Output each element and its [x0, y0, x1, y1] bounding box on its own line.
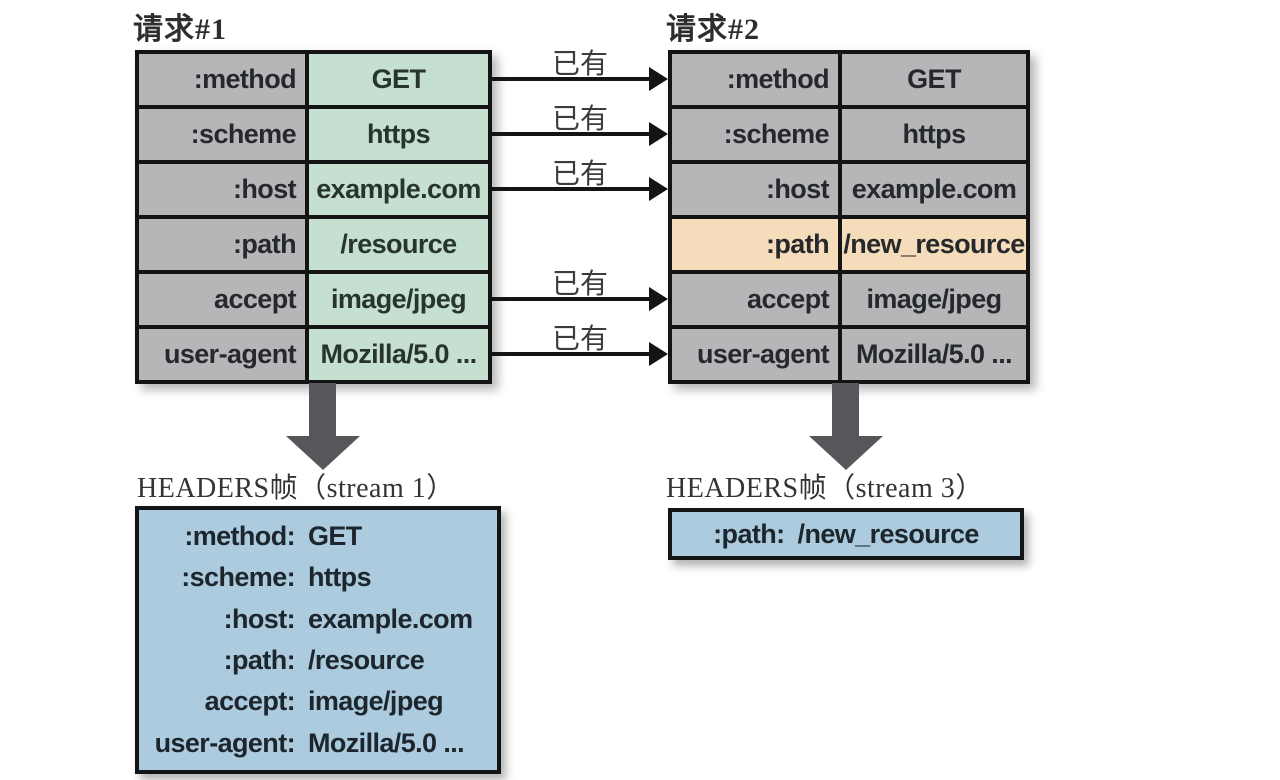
- frame-line: accept: image/jpeg: [139, 681, 489, 722]
- arrow-right-icon: [649, 122, 668, 146]
- frame-header-value: GET: [308, 521, 362, 552]
- header-name-cell: :method: [672, 54, 838, 105]
- arrow-right-icon: [649, 287, 668, 311]
- already-have-label: 已有: [551, 269, 608, 300]
- request2-title: 请求#2: [666, 13, 760, 46]
- arrow-right-icon: [649, 67, 668, 91]
- header-value-cell: GET: [309, 54, 488, 105]
- frame-line: :host: example.com: [139, 599, 489, 640]
- frame1-box: :method: GET :scheme: https :host: examp…: [135, 506, 501, 774]
- frame-header-value: example.com: [308, 603, 473, 634]
- frame2-title: HEADERS帧（stream 3）: [666, 473, 984, 504]
- request2-table: :method GET :scheme https :host example.…: [668, 50, 1030, 384]
- frame-header-name: :path:: [223, 645, 296, 676]
- header-value-cell-highlighted: /new_resource: [842, 219, 1026, 270]
- arrow-down-icon: [832, 383, 859, 437]
- request1-title: 请求#1: [133, 13, 227, 46]
- frame-header-value: /resource: [308, 645, 425, 676]
- header-value-cell: Mozilla/5.0 ...: [309, 329, 488, 380]
- frame-line: :path: /resource: [139, 640, 489, 681]
- frame-header-name: :method:: [184, 521, 295, 552]
- header-name-cell: :path: [139, 219, 305, 270]
- arrow-right-icon: [488, 352, 651, 356]
- header-value-cell: example.com: [309, 164, 488, 215]
- header-value-cell: https: [309, 109, 488, 160]
- already-have-label: 已有: [551, 324, 608, 355]
- header-value-cell: https: [842, 109, 1026, 160]
- frame-header-name: :path:: [713, 518, 785, 549]
- header-name-cell: :scheme: [672, 109, 838, 160]
- frame-header-value: image/jpeg: [308, 686, 444, 717]
- frame-line: :method: GET: [139, 516, 489, 557]
- frame-header-name: :scheme:: [181, 562, 295, 593]
- frame-line: user-agent: Mozilla/5.0 ...: [139, 723, 489, 764]
- already-have-label: 已有: [551, 159, 608, 190]
- header-name-cell: user-agent: [139, 329, 305, 380]
- frame-line: :scheme: https: [139, 557, 489, 598]
- frame1-title: HEADERS帧（stream 1）: [137, 473, 455, 504]
- arrow-down-icon: [286, 436, 360, 470]
- arrow-right-icon: [488, 187, 651, 191]
- header-name-cell: :host: [672, 164, 838, 215]
- request1-table: :method GET :scheme https :host example.…: [135, 50, 492, 384]
- header-value-cell: image/jpeg: [309, 274, 488, 325]
- already-have-label: 已有: [551, 49, 608, 80]
- header-name-cell: :scheme: [139, 109, 305, 160]
- already-have-label: 已有: [551, 104, 608, 135]
- arrow-right-icon: [649, 177, 668, 201]
- header-name-cell-highlighted: :path: [672, 219, 838, 270]
- frame2-box: :path: /new_resource: [668, 508, 1024, 560]
- frame-header-name: accept:: [204, 686, 296, 717]
- arrow-right-icon: [488, 77, 651, 81]
- header-name-cell: user-agent: [672, 329, 838, 380]
- header-value-cell: GET: [842, 54, 1026, 105]
- header-value-cell: Mozilla/5.0 ...: [842, 329, 1026, 380]
- frame-header-value: /new_resource: [797, 518, 980, 549]
- arrow-right-icon: [488, 132, 651, 136]
- header-name-cell: :host: [139, 164, 305, 215]
- header-name-cell: accept: [672, 274, 838, 325]
- arrow-down-icon: [309, 383, 336, 437]
- arrow-right-icon: [649, 342, 668, 366]
- frame-header-value: https: [308, 562, 372, 593]
- frame-header-name: user-agent:: [154, 727, 296, 758]
- frame-header-value: Mozilla/5.0 ...: [308, 727, 465, 758]
- header-name-cell: :method: [139, 54, 305, 105]
- arrow-right-icon: [488, 297, 651, 301]
- header-value-cell: image/jpeg: [842, 274, 1026, 325]
- header-value-cell: /resource: [309, 219, 488, 270]
- header-value-cell: example.com: [842, 164, 1026, 215]
- arrow-down-icon: [809, 436, 883, 470]
- frame-header-name: :host:: [223, 603, 296, 634]
- header-name-cell: accept: [139, 274, 305, 325]
